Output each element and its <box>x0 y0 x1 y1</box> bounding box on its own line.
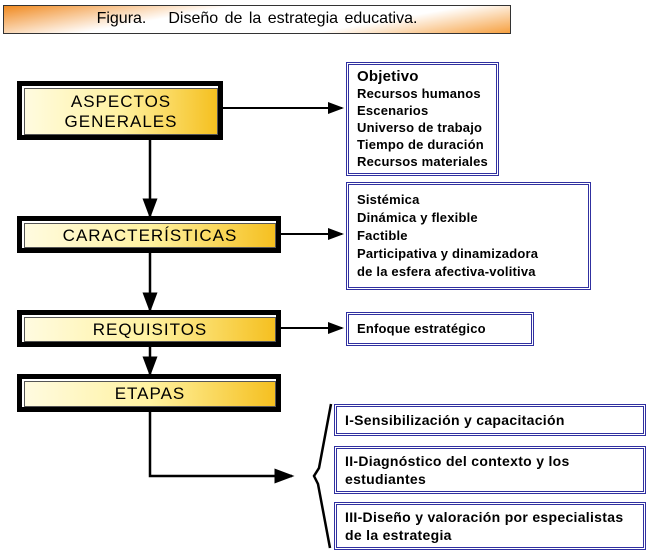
node-label: GENERALES <box>64 111 178 131</box>
figure-label: Figura. <box>96 10 147 27</box>
caracteristicas-list: Sistémica Dinámica y flexible Factible P… <box>346 182 591 290</box>
brace <box>312 403 333 549</box>
node-etapas: ETAPAS <box>17 374 281 412</box>
stage-1: I-Sensibilización y capacitación <box>334 404 646 436</box>
figure-caption: Diseño de la estrategia educativa. <box>168 10 418 27</box>
list-item: Recursos materiales <box>357 154 488 169</box>
list-item: Recursos humanos <box>357 86 481 101</box>
figure-title: Figura. Diseño de la estrategia educativa… <box>3 5 511 34</box>
list-item: Universo de trabajo <box>357 120 483 135</box>
node-requisitos: REQUISITOS <box>17 310 281 347</box>
list-item: Tiempo de duración <box>357 137 484 152</box>
list-item: Enfoque estratégico <box>357 321 486 336</box>
stage-label: III-Diseño y valoración por especialista… <box>345 509 624 543</box>
list-item: Escenarios <box>357 103 429 118</box>
stage-2: II-Diagnóstico del contexto y los estudi… <box>334 446 646 494</box>
node-label: REQUISITOS <box>24 317 276 342</box>
node-label: ASPECTOS <box>70 91 172 111</box>
node-label: ETAPAS <box>24 381 276 407</box>
list-item: Objetivo <box>357 68 419 85</box>
arrow-etapas-stages <box>148 410 295 484</box>
stage-label: I-Sensibilización y capacitación <box>345 412 565 428</box>
aspectos-list: Objetivo Recursos humanos Escenarios Uni… <box>346 62 499 176</box>
list-item: de la esfera afectiva-volitiva <box>357 264 536 279</box>
list-item: Sistémica <box>357 192 420 207</box>
stage-3: III-Diseño y valoración por especialista… <box>334 502 646 550</box>
requisitos-list: Enfoque estratégico <box>346 312 534 346</box>
stage-label: II-Diagnóstico del contexto y los estudi… <box>345 453 570 487</box>
node-label: CARACTERÍSTICAS <box>24 223 276 248</box>
node-caracteristicas: CARACTERÍSTICAS <box>17 216 281 253</box>
list-item: Dinámica y flexible <box>357 210 478 225</box>
list-item: Factible <box>357 228 408 243</box>
list-item: Participativa y dinamizadora <box>357 246 539 261</box>
